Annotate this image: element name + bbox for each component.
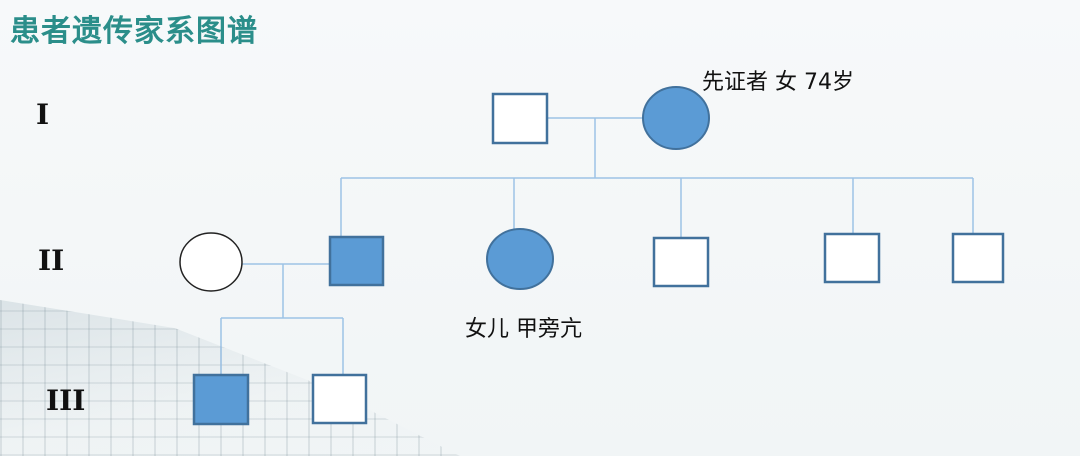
gen2-sibling-4-symbol — [825, 234, 879, 282]
gen3-grandson-2-symbol — [313, 375, 366, 423]
gen2-spouse-symbol — [180, 233, 242, 291]
gen2-son-affected-symbol — [330, 237, 383, 285]
proband-symbol — [643, 87, 709, 149]
gen2-sibling-5-symbol — [953, 234, 1003, 282]
gen1-father-symbol — [493, 94, 547, 143]
gen3-grandson-1-affected-symbol — [194, 375, 248, 424]
gen2-sibling-3-symbol — [654, 238, 708, 286]
gen2-daughter-affected-symbol — [487, 229, 553, 289]
